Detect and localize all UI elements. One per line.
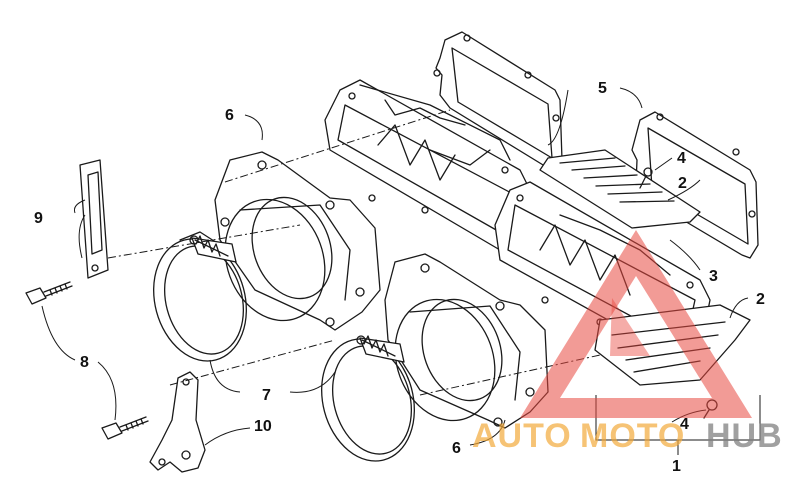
callout-9: 9 [34, 210, 43, 227]
watermark-text-hub: HUB [706, 417, 783, 455]
clamp-screw-lower [356, 335, 396, 357]
watermark-text-moto: MOTO [580, 417, 685, 455]
callout-4-upper: 4 [677, 150, 686, 167]
callout-10: 10 [254, 418, 272, 435]
reed-screw-upper [639, 167, 653, 189]
callout-5: 5 [598, 80, 607, 97]
callout-2-upper: 2 [678, 175, 687, 192]
callout-2-lower: 2 [756, 291, 765, 308]
mounting-bracket [149, 371, 206, 473]
callout-4-lower: 4 [680, 416, 689, 433]
watermark-logo: AUTO MOTO HUB [472, 230, 783, 455]
intake-boot-lower [384, 253, 549, 429]
lower-gasket-right [631, 111, 759, 259]
callout-7: 7 [262, 387, 271, 404]
bolt-lower [101, 416, 149, 440]
spacer-strap [79, 159, 109, 279]
alignment-lines [107, 109, 601, 396]
bolt-upper [25, 281, 73, 305]
watermark-text-auto: AUTO [472, 417, 572, 455]
intake-boot-upper [214, 151, 381, 331]
clamp-screw-upper [189, 235, 229, 257]
watermark-triangle [520, 230, 752, 418]
callout-6-lower: 6 [452, 440, 461, 457]
callout-8: 8 [80, 354, 89, 371]
callout-6-upper: 6 [225, 107, 234, 124]
reed-petal-plate-upper [539, 149, 701, 229]
callout-1: 1 [672, 458, 681, 475]
callout-3: 3 [709, 268, 718, 285]
callout-labels: 1 2 2 3 4 4 5 6 6 7 8 9 10 [34, 80, 765, 475]
